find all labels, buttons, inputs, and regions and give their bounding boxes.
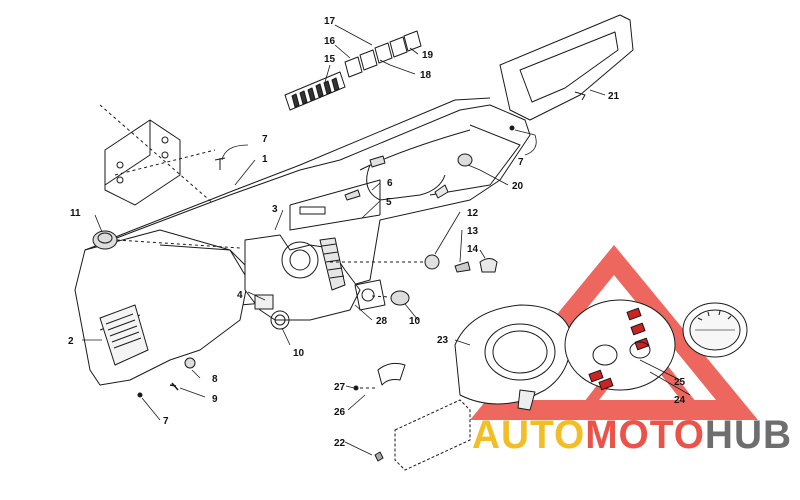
part-label-12: 12	[467, 208, 479, 219]
knob-11	[92, 230, 241, 250]
part-label-10-center: 10	[293, 348, 305, 359]
part-label-24: 24	[674, 395, 686, 406]
instrument-hood-21	[499, 14, 634, 121]
part-label-16: 16	[324, 36, 336, 47]
dashboard-drawing	[74, 14, 748, 471]
switch-caps-16-19	[344, 30, 422, 78]
switch-group	[330, 254, 498, 273]
part-label-28: 28	[376, 316, 388, 327]
part-label-23: 23	[437, 335, 449, 346]
part-label-8: 8	[212, 374, 218, 385]
part-label-9: 9	[212, 394, 218, 405]
part-labels: 1 2 3 4 5 6 7 7 7 8 9 10 10 11 12 13 14 …	[68, 16, 686, 449]
lower-left-panel	[74, 229, 251, 386]
fasteners	[137, 125, 515, 398]
part-label-17: 17	[324, 16, 336, 27]
watermark-wordmark: AUTOMOTOHUB	[472, 413, 792, 457]
wiring-6	[344, 155, 446, 201]
switch-bank-15	[284, 71, 346, 111]
part-label-1: 1	[262, 154, 268, 165]
part-label-7-bottom: 7	[163, 416, 169, 427]
part-label-11: 11	[70, 208, 81, 219]
part-label-19: 19	[422, 50, 434, 61]
part-label-7-right: 7	[518, 157, 524, 168]
watermark-hub: HUB	[705, 413, 792, 457]
part-label-5: 5	[386, 197, 392, 208]
warning-label	[99, 304, 149, 366]
part-label-3: 3	[272, 204, 278, 215]
part-label-15: 15	[324, 54, 336, 65]
warning-label-4	[254, 294, 274, 310]
leader-lines	[82, 24, 691, 456]
part-label-27: 27	[334, 382, 346, 393]
watermark-auto: AUTO	[472, 413, 585, 457]
part-label-13: 13	[467, 226, 479, 237]
part-label-4: 4	[237, 290, 243, 301]
bottom-bracket	[394, 399, 471, 471]
gauge-decal-24	[564, 299, 676, 391]
part-label-2: 2	[68, 336, 74, 347]
mount-bracket	[99, 104, 216, 206]
speedometer-gauge-25	[682, 302, 748, 358]
knob-10-right	[371, 290, 410, 306]
watermark-moto: MOTO	[585, 413, 705, 457]
part-label-25: 25	[674, 377, 686, 388]
part-label-26: 26	[334, 407, 346, 418]
svg-text:AUTOMOTOHUB: AUTOMOTOHUB	[472, 413, 792, 457]
part-label-7-top: 7	[262, 134, 268, 145]
cup-holder-20	[434, 153, 473, 199]
part-label-14: 14	[467, 244, 479, 255]
part-label-22: 22	[334, 438, 346, 449]
part-label-20: 20	[512, 181, 524, 192]
part-label-18: 18	[420, 70, 432, 81]
center-console	[244, 234, 386, 330]
gauge-cluster-23	[353, 304, 572, 462]
part-label-10-right: 10	[409, 316, 421, 327]
part-label-6: 6	[387, 178, 393, 189]
part-label-21: 21	[608, 91, 620, 102]
